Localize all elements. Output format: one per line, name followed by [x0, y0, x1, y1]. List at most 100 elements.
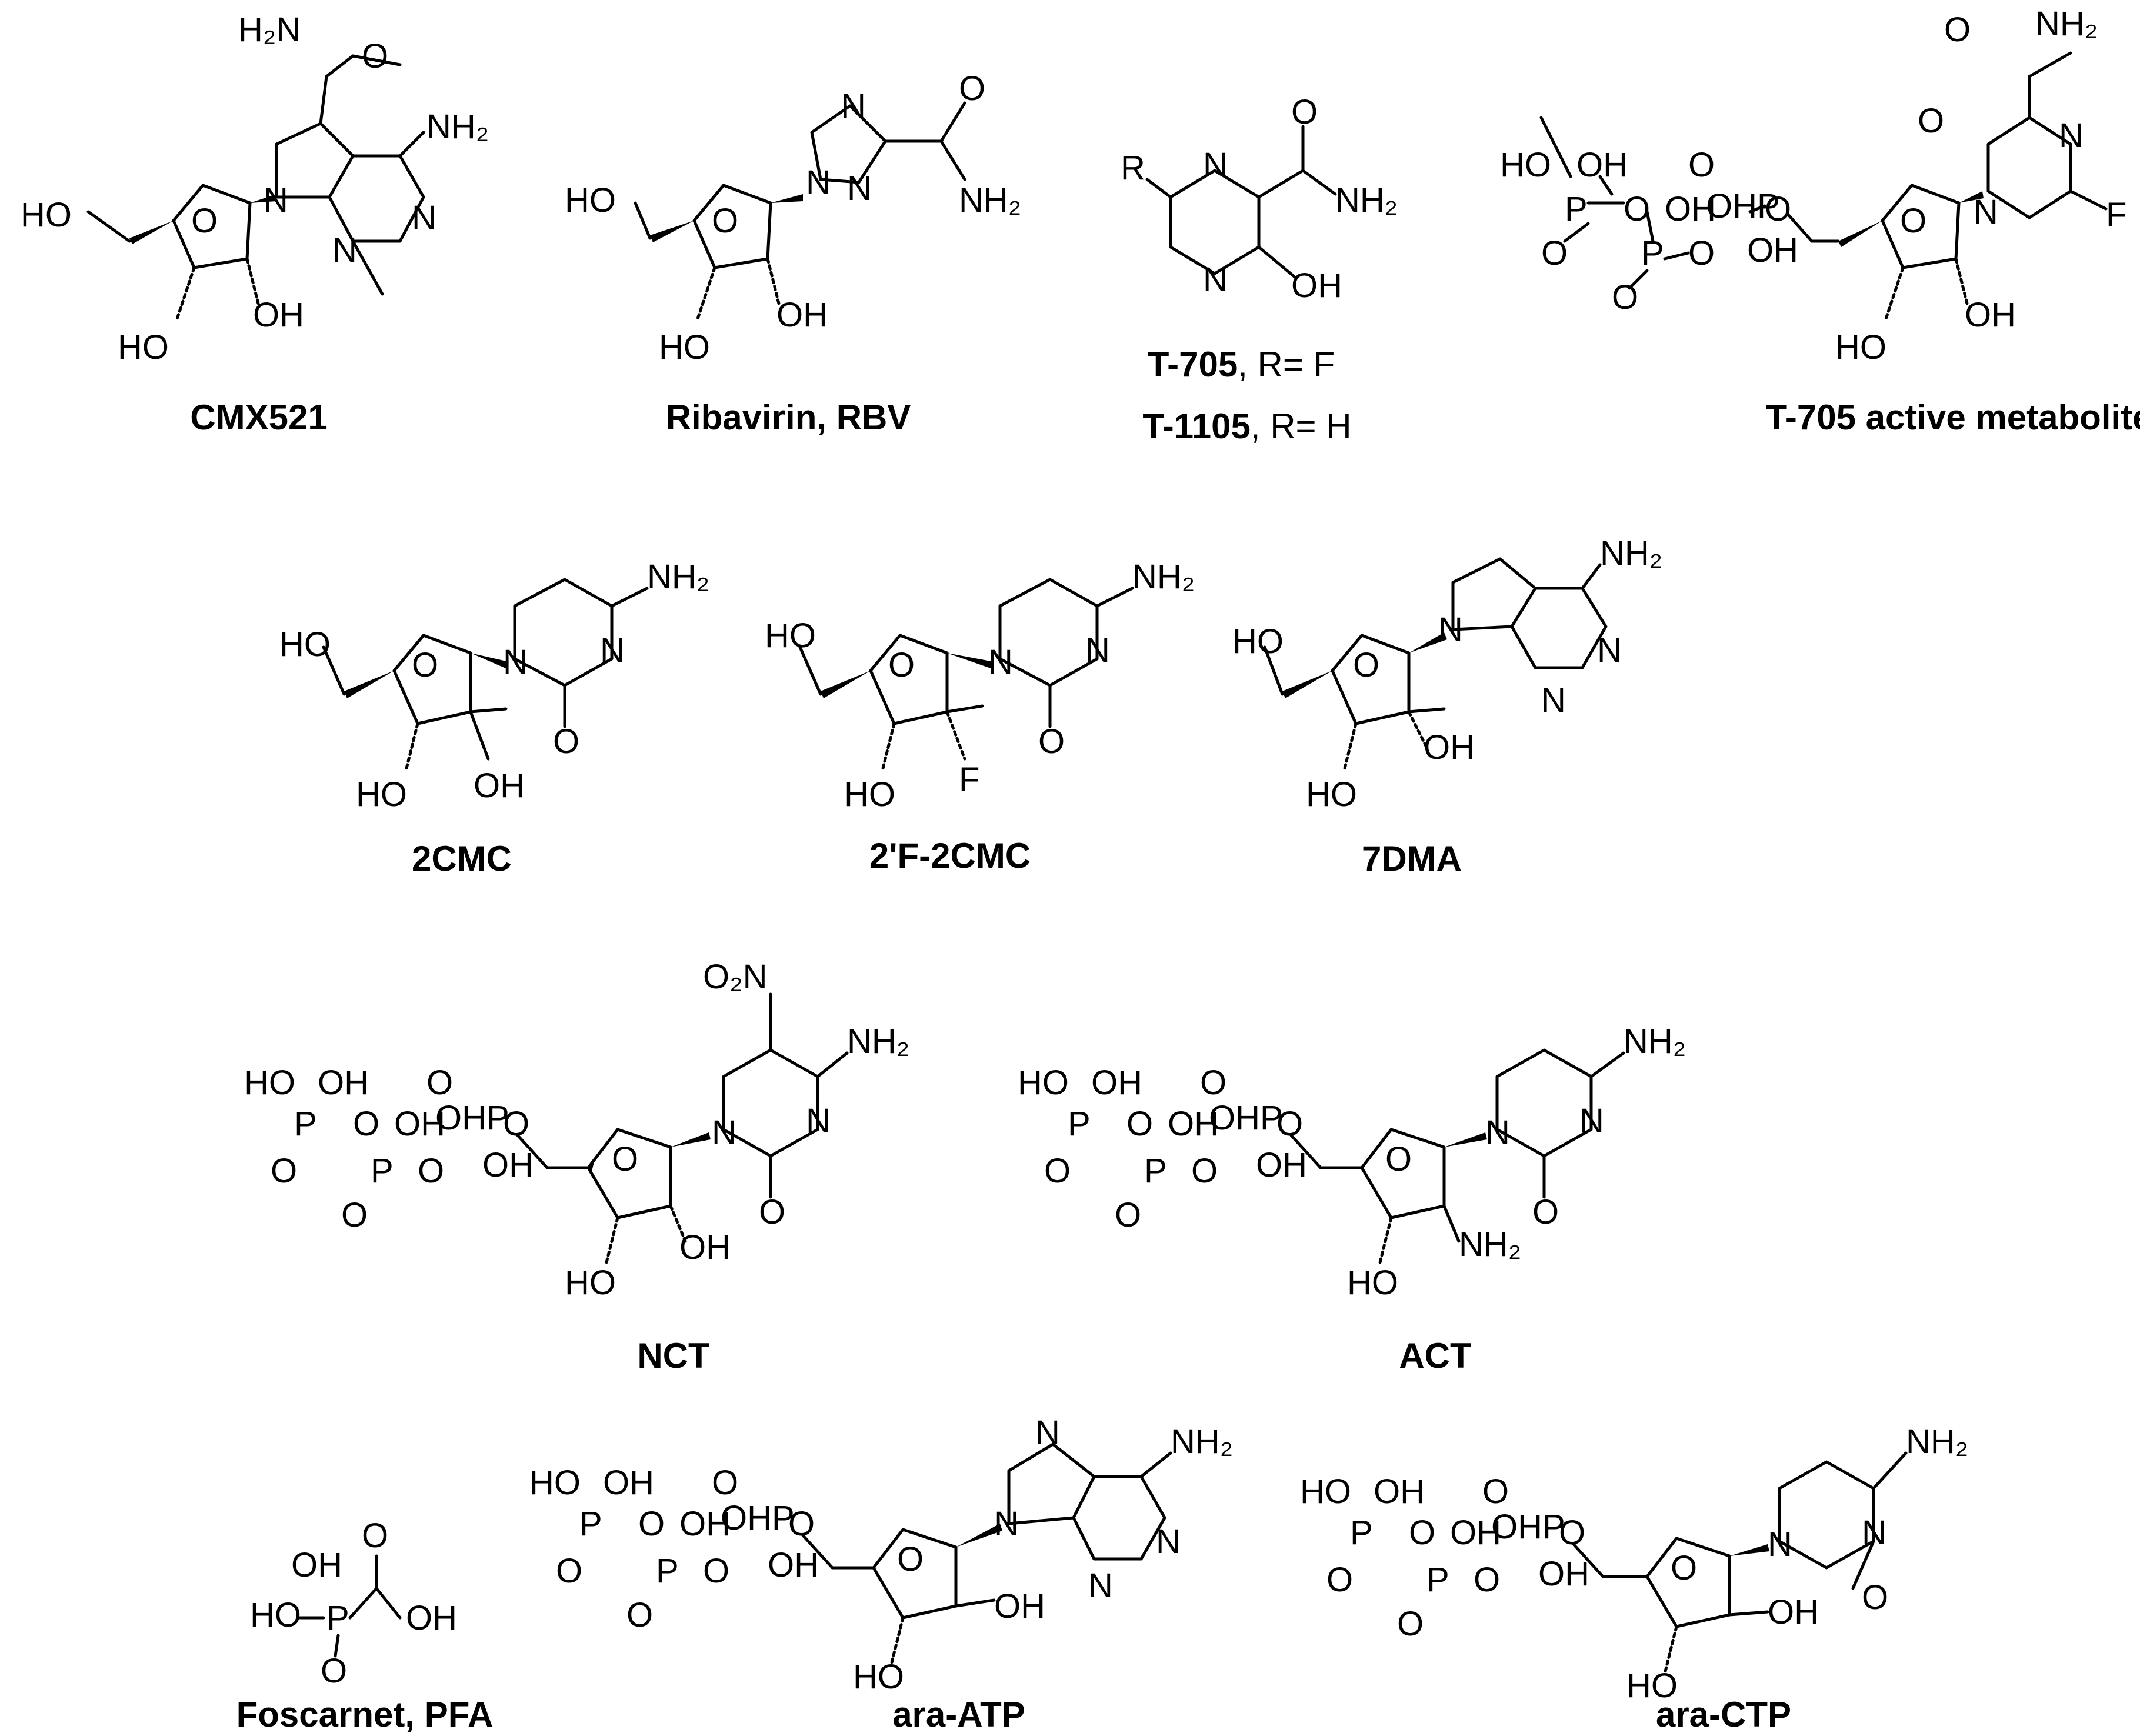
- atom-label: HO: [853, 1658, 904, 1696]
- atom-label: O: [959, 69, 985, 108]
- atom-label: O: [341, 1196, 368, 1234]
- atom-label: OH: [1768, 1593, 1819, 1631]
- atom-label: OH: [482, 1146, 534, 1184]
- structure-nct: HO OH P O OH O OHP O O P O OH O O₂N NH₂ …: [244, 958, 909, 1375]
- atom-label: HO: [21, 196, 72, 234]
- atom-label: O: [362, 1517, 388, 1555]
- atom-label: O: [703, 1552, 729, 1590]
- atom-label: HO: [765, 617, 816, 655]
- structure-7dma: NH₂ N N N O HO OH HO 7DMA: [1232, 534, 1662, 878]
- compound-label-2f-2cmc: 2'F-2CMC: [869, 836, 1031, 875]
- atom-label: OHP: [435, 1099, 509, 1137]
- atom-label: N: [806, 1102, 831, 1140]
- atom-label: O: [712, 1464, 738, 1502]
- atom-label: NH₂: [1132, 558, 1195, 596]
- atom-label: OH: [1374, 1472, 1425, 1511]
- atom-label: O: [412, 646, 438, 684]
- atom-label: HO: [1835, 328, 1886, 366]
- atom-label: N: [1862, 1514, 1886, 1552]
- atom-label: O: [1688, 234, 1715, 272]
- atom-label: N: [994, 1505, 1019, 1543]
- compound-label-t705: T-705, R= F: [1148, 345, 1335, 384]
- compound-label-act: ACT: [1399, 1336, 1471, 1375]
- atom-label: NH₂: [959, 181, 1021, 219]
- compound-label-foscarnet: Foscarnet, PFA: [236, 1695, 494, 1734]
- atom-label: O: [1397, 1605, 1424, 1643]
- atom-label: N: [1438, 611, 1463, 649]
- atom-label: O: [638, 1505, 665, 1543]
- atom-label: OH: [994, 1587, 1045, 1625]
- atom-label: OH: [318, 1064, 369, 1102]
- atom-label: P: [656, 1552, 679, 1590]
- atom-label: O: [1862, 1578, 1888, 1617]
- atom-label: O: [888, 646, 915, 684]
- atom-label: O: [1038, 722, 1065, 761]
- atom-label: N: [1974, 193, 1998, 231]
- atom-label: O: [321, 1652, 347, 1690]
- atom-label: OH: [406, 1599, 457, 1637]
- atom-label: NH₂: [1906, 1422, 1968, 1461]
- atom-label: N: [1541, 681, 1566, 719]
- atom-label: N: [1085, 631, 1110, 669]
- atom-label: OH: [1538, 1555, 1589, 1593]
- atom-label: N: [503, 643, 528, 681]
- atom-label: N: [1768, 1525, 1792, 1564]
- atom-label: OH: [1168, 1105, 1219, 1143]
- structure-2f-2cmc: NH₂ N N O O HO F HO 2'F-2CMC: [765, 558, 1195, 875]
- compound-label-ribavirin: Ribavirin, RBV: [666, 398, 911, 437]
- atom-label: HO: [1500, 146, 1551, 184]
- atom-label: NH₂: [1335, 181, 1398, 219]
- atom-label: NH₂: [2035, 5, 2098, 43]
- atom-label: OH: [1424, 728, 1475, 767]
- atom-label: O: [1291, 93, 1318, 131]
- atom-label: O: [788, 1505, 815, 1543]
- atom-label: P: [1144, 1152, 1167, 1190]
- atom-label: NH₂: [1624, 1022, 1686, 1061]
- atom-label: NH₂: [1600, 534, 1662, 572]
- atom-label: HO: [1626, 1667, 1678, 1705]
- structure-cmx521: H₂N O NH₂ N N N O HO OH HO CMX521: [21, 11, 489, 437]
- atom-label: NH₂: [647, 558, 709, 596]
- atom-label: HO: [1347, 1264, 1398, 1302]
- atom-label: OH: [1256, 1146, 1307, 1184]
- atom-label: N: [806, 164, 831, 202]
- atom-label: P: [1350, 1514, 1373, 1552]
- atom-label: O: [1532, 1193, 1559, 1231]
- atom-label: OH: [1965, 296, 2016, 334]
- atom-label: P: [1565, 190, 1588, 228]
- atom-label: O: [1671, 1549, 1697, 1587]
- structure-foscarnet: OH O HO P OH O Foscarnet, PFA: [236, 1517, 494, 1734]
- atom-label: O: [1918, 102, 1944, 140]
- atom-label: O: [759, 1193, 785, 1231]
- atom-label: P: [579, 1505, 602, 1543]
- atom-label: F: [959, 761, 979, 799]
- atom-label: N: [412, 199, 436, 237]
- atom-label: O: [418, 1152, 444, 1190]
- atom-label: N: [1485, 1114, 1510, 1152]
- atom-label: N: [1597, 631, 1622, 669]
- atom-label: R: [1121, 149, 1145, 187]
- atom-label: O: [1944, 11, 1971, 49]
- atom-label: HO: [356, 775, 407, 814]
- structure-t705: R N N O NH₂ OH T-705, R= F T-1105, R= H: [1121, 93, 1398, 446]
- atom-label: P: [326, 1599, 349, 1637]
- structure-ara-atp: HO OH P O OH O OHP O O P O OH O N NH₂ N …: [529, 1414, 1233, 1734]
- compound-label-t705-metabolite: T-705 active metabolite: [1766, 398, 2140, 437]
- compound-label-ara-atp: ara-ATP: [892, 1695, 1025, 1734]
- atom-label: P: [1068, 1105, 1091, 1143]
- atom-label: OH: [291, 1546, 342, 1584]
- atom-label: O: [712, 202, 738, 240]
- atom-label: N: [332, 231, 357, 269]
- atom-label: HO: [659, 328, 710, 366]
- atom-label: O: [1624, 190, 1650, 228]
- atom-label: N: [600, 631, 625, 669]
- atom-label: OH: [679, 1228, 731, 1267]
- atom-label: O: [1482, 1472, 1509, 1511]
- compound-label-nct: NCT: [637, 1336, 709, 1375]
- atom-label: P: [371, 1152, 394, 1190]
- atom-label: N: [1035, 1414, 1060, 1452]
- atom-label: HO: [1018, 1064, 1069, 1102]
- atom-label: OH: [1091, 1064, 1142, 1102]
- atom-label: O: [626, 1596, 653, 1634]
